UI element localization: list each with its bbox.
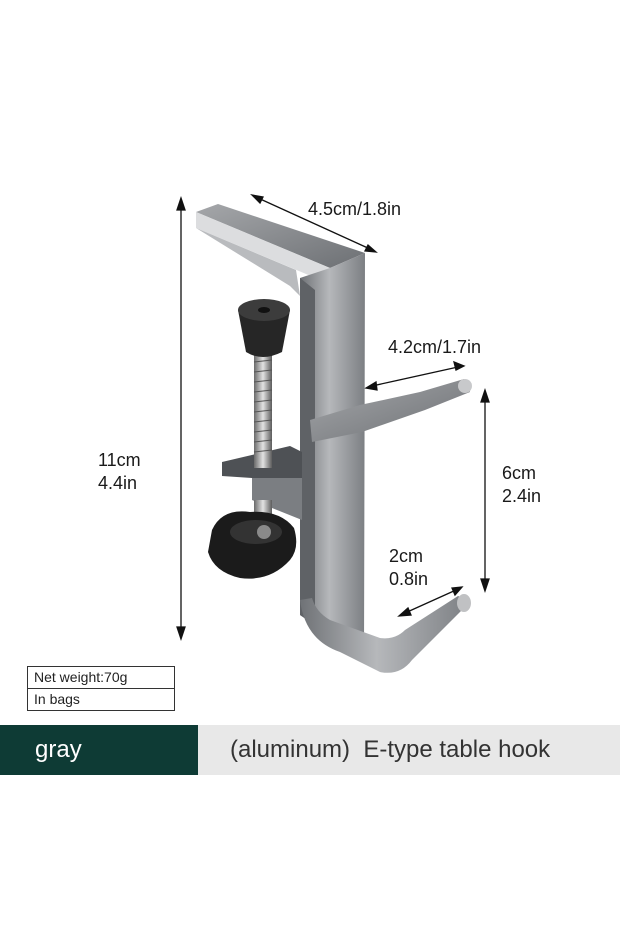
dimension-hook-height-in: 2.4in	[502, 486, 542, 506]
spec-weight: Net weight:70g	[34, 669, 128, 685]
table-hook-clamp	[196, 204, 472, 673]
product-banner: gray (aluminum) E-type table hook	[0, 725, 620, 775]
dimension-lines	[176, 193, 490, 642]
dimension-top-width: 4.5cm/1.8in	[308, 199, 402, 219]
dimension-lower-hook-in: 0.8in	[389, 569, 429, 589]
dimension-height-in: 4.4in	[98, 473, 138, 493]
dimension-hook-height-cm: 6cm	[502, 463, 537, 483]
color-label: gray	[0, 725, 198, 775]
dimension-lower-hook-cm: 2cm	[389, 546, 424, 566]
spec-packaging: In bags	[28, 688, 174, 710]
spec-table: Net weight:70g In bags	[27, 666, 175, 711]
product-name: (aluminum) E-type table hook	[198, 725, 620, 775]
dimension-hook-width: 4.2cm/1.7in	[388, 337, 482, 357]
dimension-height-cm: 11cm	[98, 450, 141, 470]
